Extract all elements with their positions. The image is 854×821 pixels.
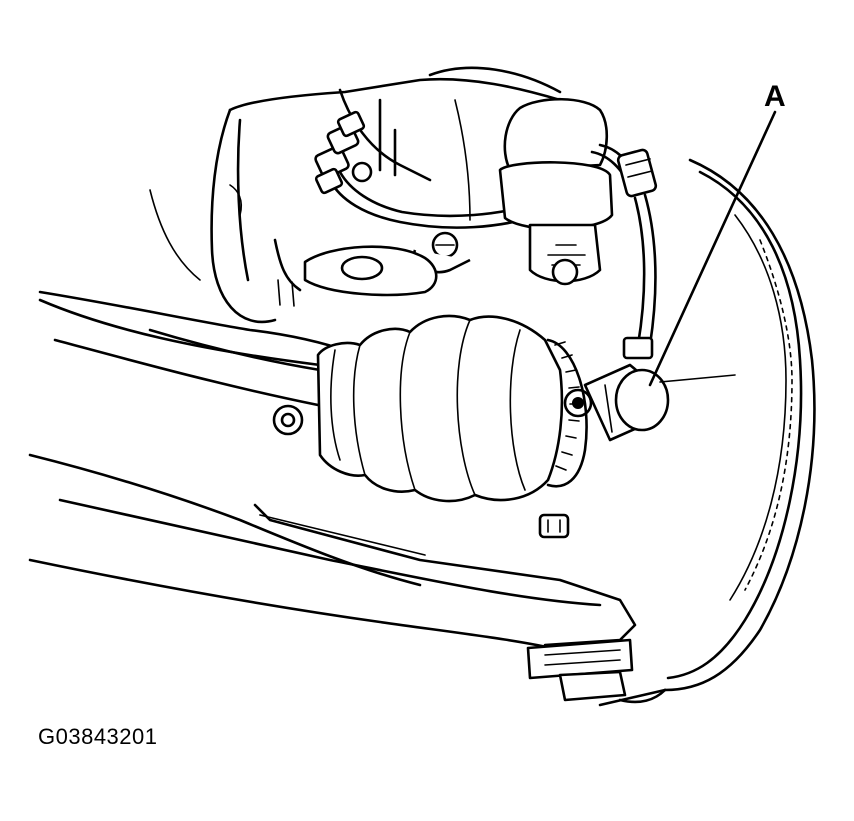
- figure-code: G03843201: [38, 724, 158, 749]
- brake-rotor: [663, 158, 816, 692]
- drive-shaft: [38, 298, 322, 436]
- ball-joint: [526, 638, 667, 707]
- stabilizer-bracket: [303, 245, 438, 297]
- brake-hose: [314, 110, 542, 229]
- callout-leader: [648, 110, 777, 387]
- tone-ring: [546, 338, 588, 488]
- lower-control-arm: [28, 290, 637, 652]
- callout-label-a: A: [764, 80, 786, 113]
- strut-mount: [498, 97, 614, 286]
- sensor-harness: [590, 143, 658, 360]
- upper-body-structure: [149, 66, 562, 324]
- cv-joint-boot: [316, 314, 564, 503]
- wheel-speed-sensor: [563, 363, 670, 442]
